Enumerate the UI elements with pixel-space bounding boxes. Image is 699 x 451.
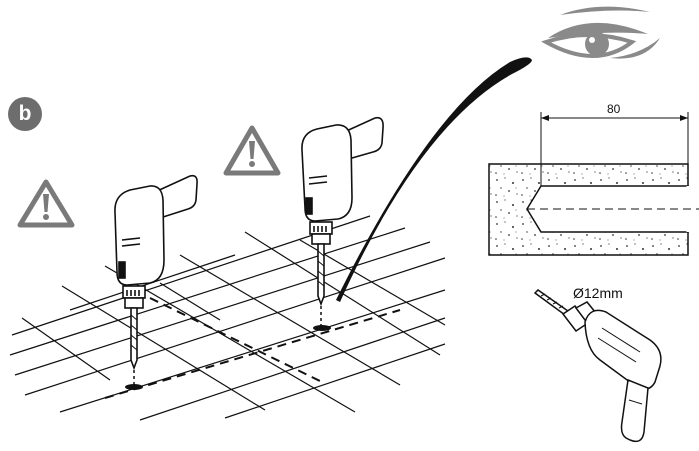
dashed-guides — [104, 297, 401, 399]
drill-icon — [533, 289, 662, 443]
warning-icon — [17, 179, 75, 228]
drill-left — [114, 174, 198, 371]
bit-diameter-label: Ø12mm — [573, 285, 623, 301]
drill-right — [301, 116, 384, 307]
floor-grid — [9, 215, 446, 421]
concrete-cross-section — [488, 112, 699, 256]
depth-dimension-label: 80 — [607, 102, 621, 116]
eye-icon — [541, 6, 660, 59]
step-badge: b — [8, 97, 42, 131]
warning-icon — [223, 125, 281, 176]
